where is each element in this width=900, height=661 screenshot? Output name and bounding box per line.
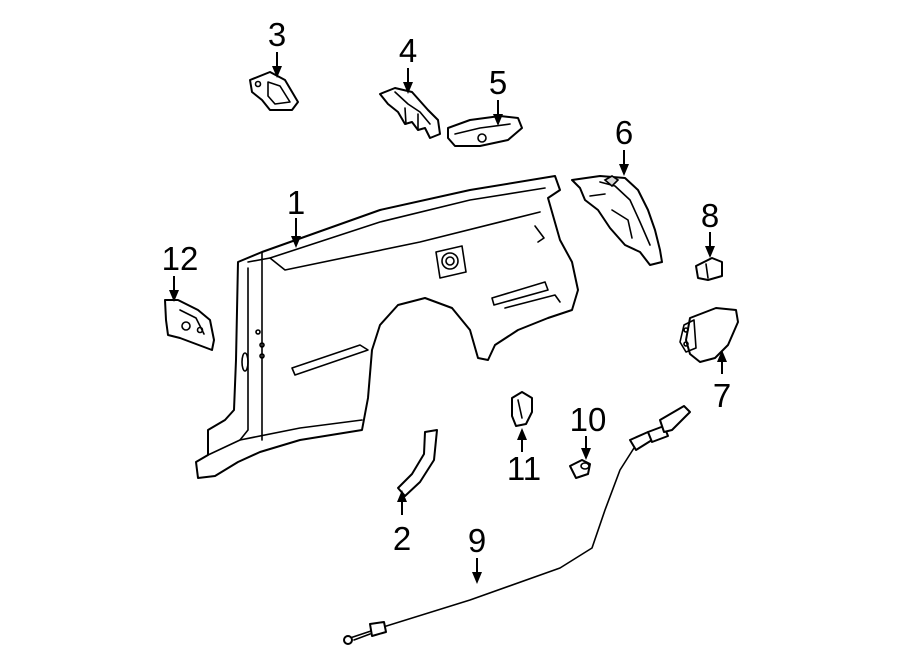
clip-11[interactable]	[511, 391, 533, 427]
callout-9: 9	[468, 522, 486, 559]
callout-4: 4	[399, 32, 417, 69]
quarter-panel[interactable]	[195, 175, 579, 479]
callout-7: 7	[713, 377, 731, 414]
stopper-10[interactable]	[569, 459, 591, 479]
reinforcement-4[interactable]	[379, 87, 441, 139]
inner-wheelhouse-6[interactable]	[571, 175, 663, 266]
fuel-door-7[interactable]	[679, 307, 739, 363]
bracket-3[interactable]	[249, 71, 299, 111]
callout-10: 10	[570, 401, 607, 438]
extension-5[interactable]	[447, 115, 523, 147]
fuel-release-cable-9[interactable]	[343, 405, 691, 645]
callout-2: 2	[393, 520, 411, 557]
callout-11: 11	[507, 450, 541, 487]
callout-5: 5	[489, 64, 507, 101]
wheel-arch-molding[interactable]	[397, 429, 438, 497]
callout-6: 6	[615, 114, 633, 151]
hinge-bracket-12[interactable]	[164, 299, 215, 351]
callout-1: 1	[287, 184, 305, 221]
bracket-8[interactable]	[695, 257, 723, 281]
callout-8: 8	[701, 197, 719, 234]
callout-labels: 1 2 3 4 5 6 7 8 9 10 11 12	[162, 16, 732, 559]
callout-3: 3	[268, 16, 286, 53]
leader-lines	[169, 52, 727, 584]
callout-12: 12	[162, 240, 199, 277]
